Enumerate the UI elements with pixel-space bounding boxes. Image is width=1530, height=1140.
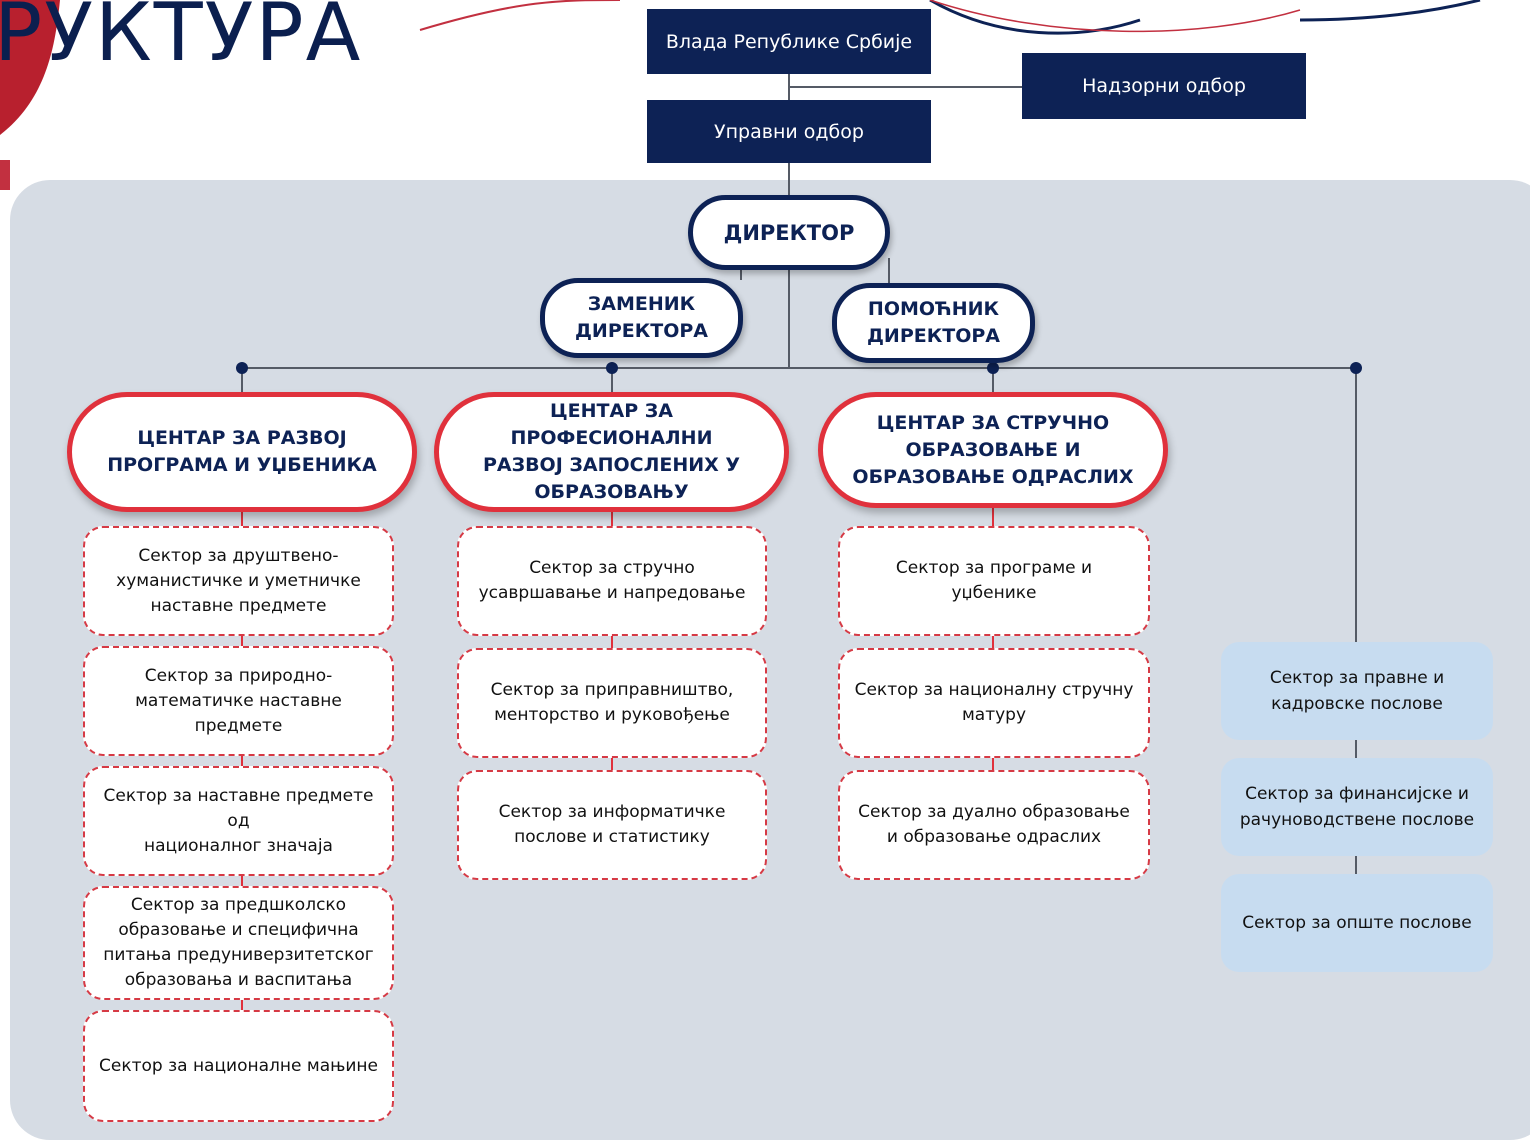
sector-text-line: Сектор за националну стручну — [854, 680, 1134, 700]
sector-text-line: Сектор за приправништво, — [490, 680, 734, 700]
sector-text-line: Сектор за дуално образовање — [858, 802, 1130, 822]
sector-text-line: хуманистичке и уметничке — [116, 570, 361, 591]
deputy-director-box: ЗАМЕНИК ДИРЕКТОРА — [540, 278, 743, 358]
supervisory-board-label: Надзорни одбор — [1082, 75, 1246, 97]
supervisory-board-box: Надзорни одбор — [1022, 53, 1306, 119]
page-title: РУКТУРА — [0, 0, 363, 79]
center-title-line: ЦЕНТАР ЗА ПРОФЕСИОНАЛНИ — [510, 400, 713, 449]
sector-box: Сектор за програме и уџбенике — [838, 526, 1150, 636]
support-sector-text-line: Сектор за финансијске и — [1245, 784, 1469, 804]
sector-text-line: Сектор за друштвено- — [138, 545, 339, 566]
support-sector-box: Сектор за опште послове — [1221, 874, 1493, 972]
management-board-box: Управни одбор — [647, 100, 931, 163]
assistant-director-box: ПОМОЋНИК ДИРЕКТОРА — [832, 283, 1035, 363]
sector-text-line: националног значаја — [144, 835, 333, 856]
sector-text-line: Сектор за информатичке — [498, 802, 726, 822]
assistant-label-line-1: ПОМОЋНИК — [867, 298, 1000, 320]
sector-box: Сектор за дуално образовање и образовање… — [838, 770, 1150, 880]
sector-box: Сектор за стручно усавршавање и напредов… — [457, 526, 767, 636]
support-sector-box: Сектор за правне и кадровске послове — [1221, 642, 1493, 740]
center-title-line: ОБРАЗОВАЊЕ ОДРАСЛИХ — [852, 465, 1134, 488]
management-board-label: Управни одбор — [714, 120, 864, 143]
sector-text-line: уџбенике — [951, 583, 1037, 603]
government-label: Влада Републике Србије — [665, 30, 913, 53]
deputy-label-line-1: ЗАМЕНИК — [587, 293, 696, 315]
government-box: Влада Републике Србије — [647, 9, 931, 74]
sector-text-line: Сектор за предшколско — [130, 895, 347, 915]
sector-box: Сектор за приправништво, менторство и ру… — [457, 648, 767, 758]
center-vocational-adult-education: ЦЕНТАР ЗА СТРУЧНО ОБРАЗОВАЊЕ И ОБРАЗОВАЊ… — [818, 392, 1168, 508]
sector-box: Сектор за предшколско образовање и специ… — [83, 886, 394, 1000]
sector-box: Сектор за наставне предмете од националн… — [83, 766, 394, 876]
sector-text-line: и образовање одраслих — [886, 827, 1102, 847]
support-sector-text-line: рачуноводствене послове — [1239, 810, 1475, 830]
center-title-line: РАЗВОЈ ЗАПОСЛЕНИХ У — [482, 454, 741, 476]
sector-text-line: Сектор за наставне предмете од — [103, 785, 374, 831]
support-sector-text-line: Сектор за опште послове — [1242, 913, 1472, 933]
sector-text-line: образовање и специфична — [118, 920, 359, 940]
center-title-line: ОБРАЗОВАЊЕ И — [905, 438, 1081, 461]
sector-text-line: наставне предмете — [150, 595, 327, 616]
sector-box: Сектор за националне мањине — [83, 1010, 394, 1122]
sector-box: Сектор за природно- математичке наставне… — [83, 646, 394, 756]
center-title-line: ПРОГРАМА И УЏБЕНИКА — [107, 454, 377, 476]
sector-box: Сектор за националну стручну матуру — [838, 648, 1150, 758]
sector-text-line: предмете — [194, 715, 283, 736]
support-sector-text-line: кадровске послове — [1271, 694, 1443, 714]
center-title-line: ОБРАЗОВАЊУ — [534, 481, 689, 503]
sector-text-line: Сектор за стручно — [529, 558, 695, 578]
director-box: ДИРЕКТОР — [688, 195, 890, 270]
support-sector-text-line: Сектор за правне и — [1269, 668, 1445, 688]
sector-text-line: образовања и васпитања — [124, 970, 353, 990]
sector-text-line: математичке наставне — [135, 690, 342, 711]
center-title-line: ЦЕНТАР ЗА СТРУЧНО — [876, 411, 1110, 434]
assistant-label-line-2: ДИРЕКТОРА — [867, 325, 1000, 347]
sector-text-line: матуру — [961, 705, 1027, 725]
center-title-line: ЦЕНТАР ЗА РАЗВОЈ — [137, 427, 347, 449]
sector-text-line: Сектор за програме и — [895, 558, 1093, 578]
sector-text-line: менторство и руковођење — [494, 705, 730, 725]
sector-text-line: послове и статистику — [514, 827, 710, 847]
sector-text-line: Сектор за националне мањине — [98, 1055, 379, 1076]
center-programs-textbooks: ЦЕНТАР ЗА РАЗВОЈ ПРОГРАМА И УЏБЕНИКА — [67, 392, 417, 512]
sector-text-line: питања предуниверзитетског — [103, 945, 374, 965]
sector-box: Сектор за информатичке послове и статист… — [457, 770, 767, 880]
sector-text-line: усавршавање и напредовање — [478, 583, 746, 603]
deputy-label-line-2: ДИРЕКТОРА — [575, 320, 708, 342]
support-sector-box: Сектор за финансијске и рачуноводствене … — [1221, 758, 1493, 856]
sector-text-line: Сектор за природно- — [144, 665, 333, 686]
sector-box: Сектор за друштвено- хуманистичке и умет… — [83, 526, 394, 636]
director-label: ДИРЕКТОР — [723, 220, 855, 245]
center-professional-development: ЦЕНТАР ЗА ПРОФЕСИОНАЛНИ РАЗВОЈ ЗАПОСЛЕНИ… — [434, 392, 789, 512]
